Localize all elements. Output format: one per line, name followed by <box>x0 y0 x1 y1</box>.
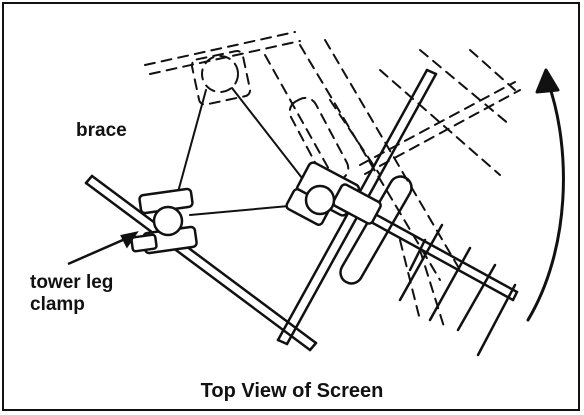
guy-wires <box>177 87 303 216</box>
label-brace: brace <box>76 120 127 141</box>
tower-leg-clamp <box>130 187 198 255</box>
yagi-elements <box>398 223 517 357</box>
clamp-pointer-arrow <box>67 231 139 266</box>
figure-border <box>2 2 580 411</box>
label-tower-leg-clamp: tower leg clamp <box>30 272 114 315</box>
rotator-clamp <box>285 161 382 226</box>
figure-caption: Top View of Screen <box>200 380 384 402</box>
driven-element <box>339 175 413 285</box>
brace-bar <box>84 174 318 352</box>
rotation-arrow <box>526 68 565 322</box>
ghost-positions <box>144 31 521 331</box>
